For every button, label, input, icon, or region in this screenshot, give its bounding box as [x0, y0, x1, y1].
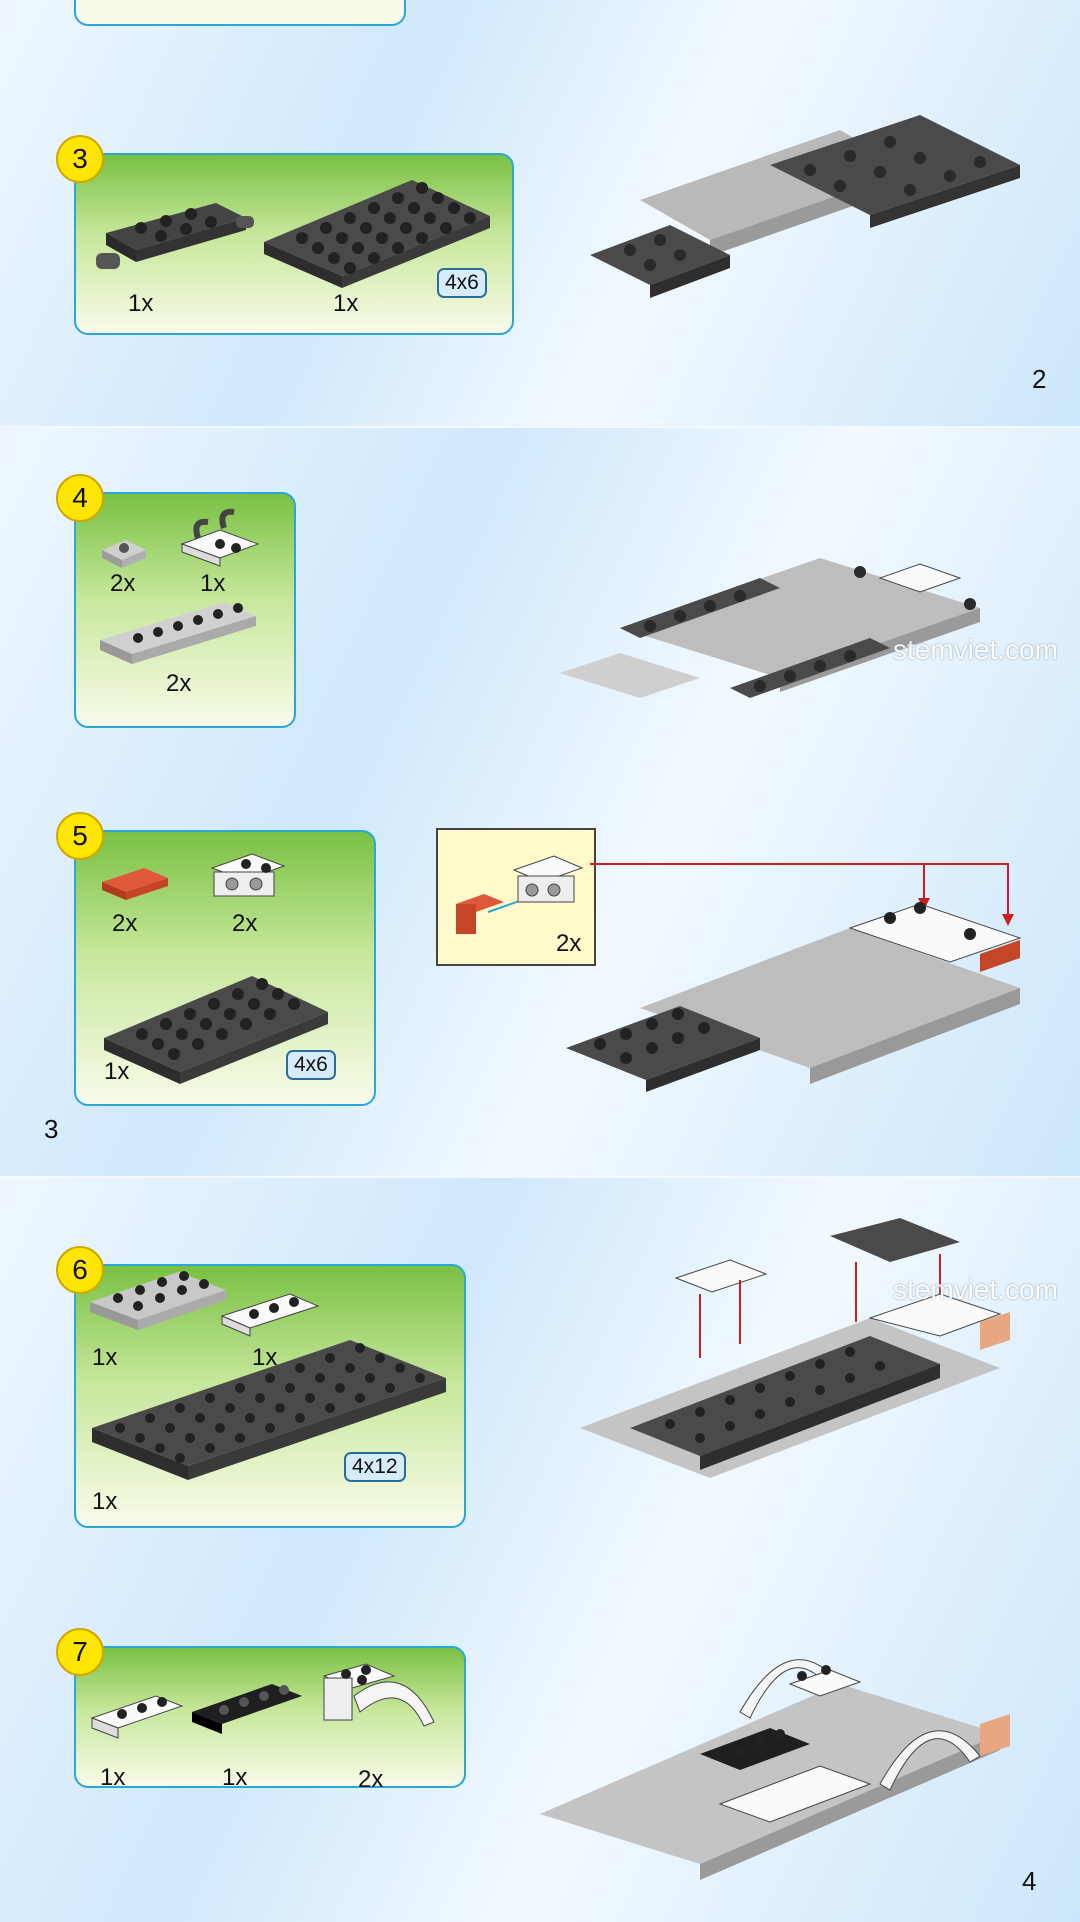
step-4-part-2-qty: 1x [200, 570, 226, 597]
plate-1x4-black-icon [192, 1684, 302, 1734]
assembly-step-4-model [560, 558, 980, 698]
step-4-parts-box [74, 492, 296, 728]
bracket-with-tile-icon [456, 855, 584, 934]
plate-clip-white-icon [180, 508, 260, 567]
step-5-part-3-qty: 1x [104, 1058, 130, 1085]
page-number: 4 [1022, 1866, 1037, 1896]
page-number: 3 [44, 1114, 59, 1144]
step-7-badge: 7 [56, 1628, 104, 1676]
step-5-badge: 5 [56, 812, 104, 860]
plate-1x3-white-icon [220, 1293, 320, 1337]
step-6-badge: 6 [56, 1246, 104, 1294]
step-5-part-1-qty: 2x [112, 910, 138, 937]
assembly-step-3-model [590, 115, 1020, 298]
step-7-part-3-qty: 2x [358, 1766, 384, 1793]
plate-4x6-dark-icon [104, 976, 328, 1084]
plate-4x6-dark-icon [264, 180, 490, 288]
assembly-step-6-model [580, 1218, 1010, 1478]
step-6-part-1-qty: 1x [92, 1344, 118, 1371]
tile-1x2-orange-icon [102, 868, 168, 900]
step-4-part-3-qty: 2x [166, 670, 192, 697]
watermark: stemviet.com [893, 634, 1058, 665]
step-4-part-1-qty: 2x [110, 570, 136, 597]
step-6-part-3-qty: 1x [92, 1488, 118, 1515]
assembly-step-7-model [540, 1659, 1010, 1880]
step-4-badge: 4 [56, 474, 104, 522]
plate-4x12-dark-icon [92, 1340, 446, 1480]
wheel-arch-white-icon [322, 1663, 435, 1727]
plate-1x6-light-icon [100, 602, 256, 664]
page-2: 3 1x 4x6 1x 2 [0, 0, 1080, 426]
step-5-part-2-qty: 2x [232, 910, 258, 937]
step-6-size-tag: 4x12 [344, 1452, 406, 1482]
page-4: 6 1x 1x 4x12 1x [0, 1176, 1080, 1922]
brick-plate-2x4-axle-icon [96, 203, 254, 269]
bracket-1x2-white-icon [210, 853, 286, 897]
assembly-step-5-model [566, 902, 1022, 1092]
page-3: 4 2x 1x 2x stemviet.com 5 2x [0, 426, 1080, 1178]
step-7-part-2-qty: 1x [222, 1764, 248, 1791]
plate-2x4-light-icon [90, 1271, 226, 1330]
step-7-part-1-qty: 1x [100, 1764, 126, 1791]
step-3-part-1-qty: 1x [128, 290, 154, 317]
sub-assembly-inset: 2x [436, 828, 596, 966]
step-3-part-2-qty: 1x [333, 290, 359, 317]
plate-1x1-light-icon [102, 540, 146, 568]
page-number: 2 [1032, 364, 1047, 394]
plate-1x3-white-icon [90, 1695, 184, 1739]
watermark: stemviet.com [893, 1274, 1058, 1305]
step-5-size-tag: 4x6 [286, 1050, 336, 1080]
step-3-badge: 3 [56, 135, 104, 183]
inset-qty: 2x [556, 930, 582, 957]
previous-step-frame [74, 0, 406, 26]
step-3-size-tag: 4x6 [437, 268, 487, 298]
